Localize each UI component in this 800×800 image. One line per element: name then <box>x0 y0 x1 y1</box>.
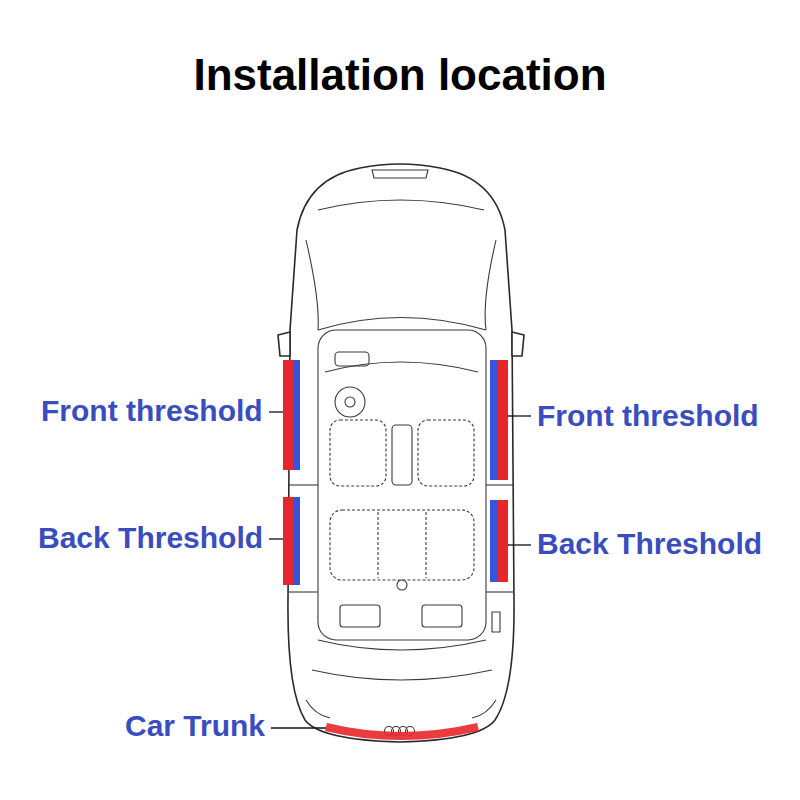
car-details <box>486 591 513 592</box>
car-details <box>289 484 318 485</box>
sill-strips <box>490 360 498 480</box>
car-body <box>288 164 514 742</box>
car-details <box>486 484 513 485</box>
car-details <box>306 240 318 330</box>
location-label: Back Threshold <box>38 521 263 556</box>
car-details <box>318 200 484 210</box>
car-details <box>345 397 355 407</box>
sill-strips <box>293 497 300 585</box>
trunk-strip <box>326 727 478 736</box>
car-details <box>289 170 513 736</box>
sill-strips <box>498 500 508 582</box>
car-details <box>335 352 369 366</box>
car-details <box>318 318 486 331</box>
sill-strips <box>498 360 508 480</box>
car-details <box>392 425 412 485</box>
car-details <box>492 612 500 632</box>
sill-strips <box>283 360 508 585</box>
car-body <box>278 332 290 356</box>
leader-lines <box>508 544 531 545</box>
car-details <box>425 512 426 578</box>
car-details <box>422 605 462 627</box>
car-details <box>335 387 365 417</box>
car-details <box>485 240 496 330</box>
car-details <box>306 700 330 718</box>
car-details <box>289 591 318 592</box>
sill-strips <box>293 360 300 470</box>
leader-lines <box>269 538 283 539</box>
leader-lines <box>269 411 283 412</box>
car-details <box>377 512 378 578</box>
car-details <box>397 580 407 590</box>
car-details <box>330 420 386 486</box>
sill-strips <box>283 360 293 470</box>
leader-lines <box>271 727 326 728</box>
location-label: Front threshold <box>537 399 759 434</box>
car-body <box>512 332 524 356</box>
car-details <box>330 510 474 580</box>
car-body <box>278 164 524 742</box>
car-details <box>418 420 474 486</box>
car-details <box>325 362 478 372</box>
car-details <box>318 640 486 650</box>
leader-lines <box>269 412 531 728</box>
car-details <box>472 700 496 718</box>
location-label: Back Threshold <box>537 527 762 562</box>
sill-strips <box>283 497 293 585</box>
leader-lines <box>508 415 531 416</box>
location-label: Car Trunk <box>125 709 265 744</box>
page-title: Installation location <box>0 50 800 101</box>
car-details <box>340 605 380 627</box>
location-label: Front threshold <box>41 394 263 429</box>
car-details <box>312 670 492 680</box>
sill-strips <box>490 500 498 582</box>
car-details <box>372 170 428 178</box>
car-details <box>318 330 486 640</box>
